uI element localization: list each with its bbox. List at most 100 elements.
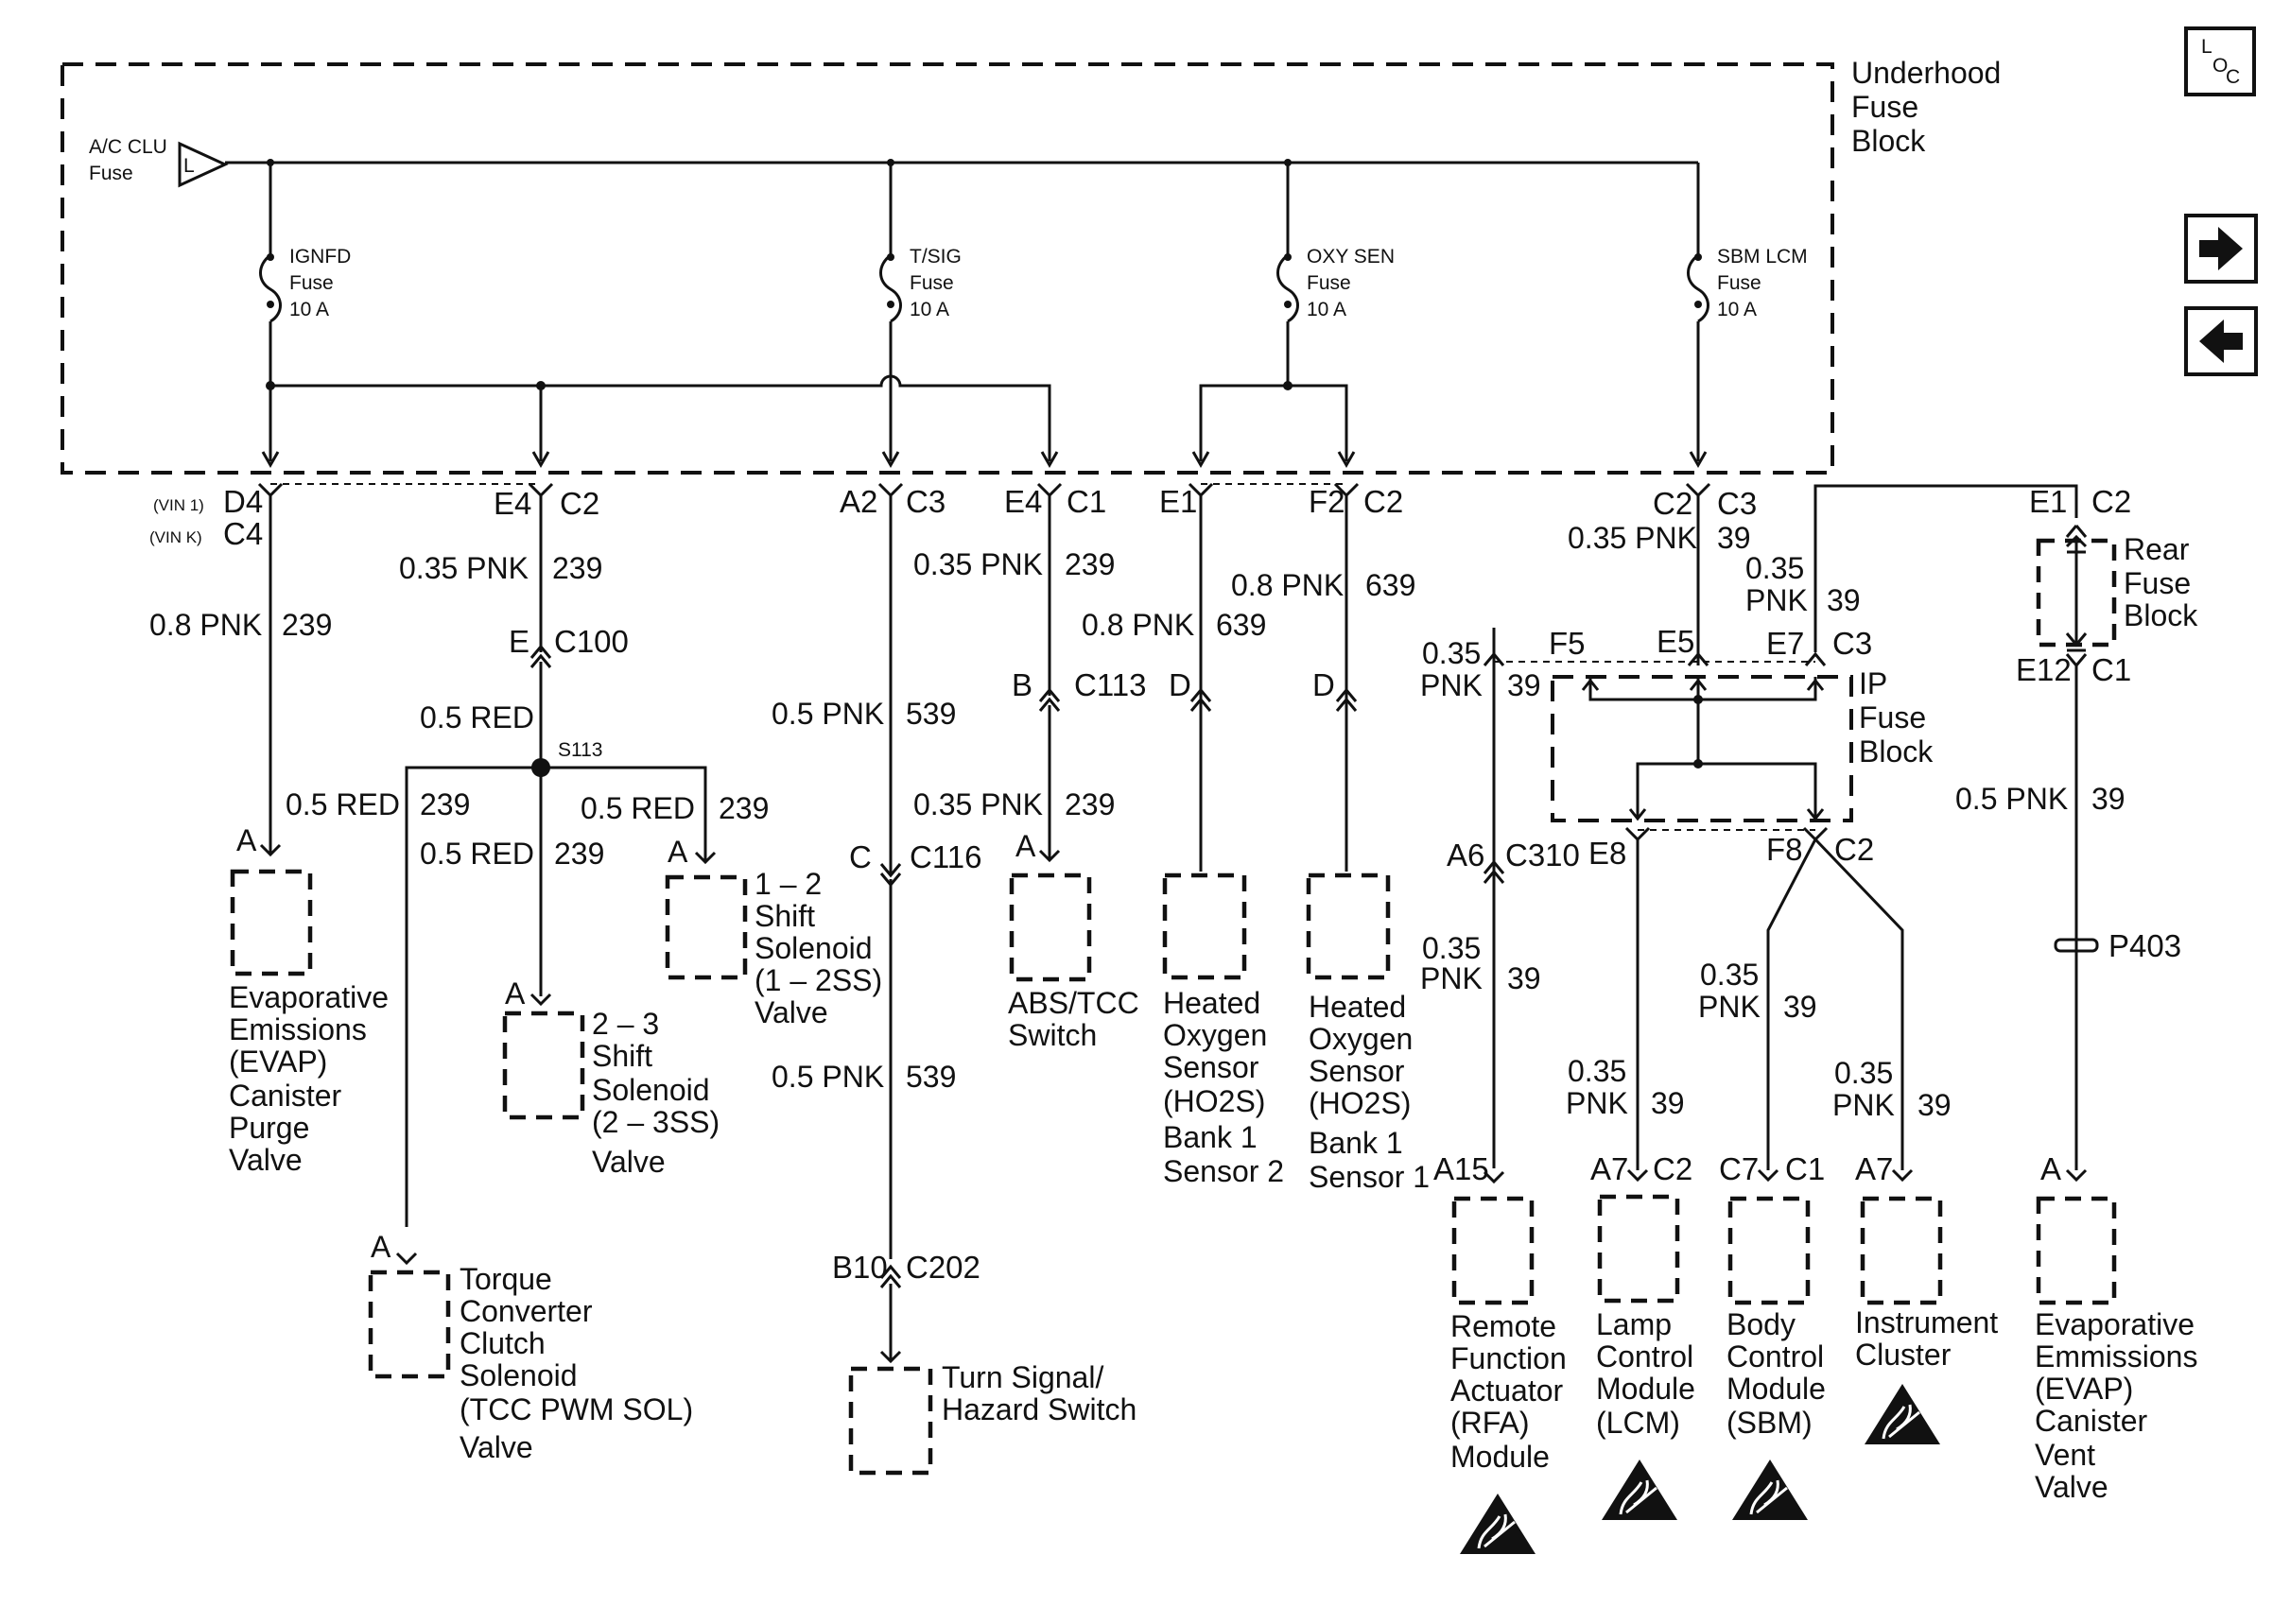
svg-text:Oxygen: Oxygen xyxy=(1163,1018,1267,1052)
shift-solenoid-23-label: 2 – 3 Shift Solenoid (2 – 3SS) Valve xyxy=(592,1007,720,1179)
svg-text:Bank 1: Bank 1 xyxy=(1309,1126,1403,1160)
svg-text:Solenoid: Solenoid xyxy=(592,1073,710,1107)
svg-text:Hazard Switch: Hazard Switch xyxy=(942,1392,1136,1426)
svg-text:0.5 RED: 0.5 RED xyxy=(420,700,534,734)
svg-text:PNK: PNK xyxy=(1832,1088,1895,1122)
underhood-fuse-block-label-2: Fuse xyxy=(1851,90,1918,124)
svg-text:Module: Module xyxy=(1596,1372,1695,1406)
svg-text:Lamp: Lamp xyxy=(1596,1307,1672,1341)
svg-text:2 – 3: 2 – 3 xyxy=(592,1007,659,1041)
svg-text:0.5 RED: 0.5 RED xyxy=(420,837,534,871)
svg-text:(VIN 1): (VIN 1) xyxy=(153,496,204,514)
svg-text:E1: E1 xyxy=(1159,484,1197,519)
svg-text:A7: A7 xyxy=(1590,1151,1628,1186)
svg-text:10 A: 10 A xyxy=(289,299,329,320)
svg-text:Fuse: Fuse xyxy=(1717,272,1761,294)
svg-text:39: 39 xyxy=(1717,521,1751,555)
svg-text:PNK: PNK xyxy=(1698,990,1761,1024)
svg-text:A2: A2 xyxy=(840,484,877,519)
svg-text:Oxygen: Oxygen xyxy=(1309,1022,1413,1056)
svg-text:E: E xyxy=(509,624,529,659)
svg-text:A: A xyxy=(2040,1151,2061,1186)
svg-text:T/SIG: T/SIG xyxy=(910,246,962,268)
svg-text:239: 239 xyxy=(282,608,332,642)
svg-text:(RFA): (RFA) xyxy=(1450,1406,1530,1440)
svg-text:39: 39 xyxy=(1651,1086,1685,1120)
svg-text:239: 239 xyxy=(420,787,470,821)
svg-text:A: A xyxy=(371,1230,391,1264)
svg-text:Shift: Shift xyxy=(755,899,815,933)
svg-text:(TCC PWM SOL): (TCC PWM SOL) xyxy=(460,1392,693,1426)
svg-text:E8: E8 xyxy=(1588,836,1626,871)
tcc-solenoid-label: Torque Converter Clutch Solenoid (TCC PW… xyxy=(460,1262,693,1464)
svg-text:A: A xyxy=(236,823,257,857)
svg-text:1 – 2: 1 – 2 xyxy=(755,867,822,901)
arrow-right-icon[interactable] xyxy=(2184,214,2258,284)
svg-text:10 A: 10 A xyxy=(910,299,949,320)
svg-text:Remote: Remote xyxy=(1450,1309,1556,1343)
svg-text:(SBM): (SBM) xyxy=(1726,1406,1813,1440)
svg-text:Block: Block xyxy=(1859,734,1934,769)
svg-text:C310: C310 xyxy=(1505,838,1580,872)
evap-purge-valve-box xyxy=(230,869,313,976)
svg-text:Clutch: Clutch xyxy=(460,1326,546,1360)
shift-solenoid-12-box xyxy=(665,874,748,980)
svg-text:C2: C2 xyxy=(560,486,599,521)
ignfd-internal-bus xyxy=(270,374,1051,461)
svg-text:Solenoid: Solenoid xyxy=(755,931,873,965)
evap-vent-valve-label: Evaporative Emmissions (EVAP) Canister V… xyxy=(2035,1307,2197,1504)
svg-text:0.35: 0.35 xyxy=(1422,931,1481,965)
svg-text:E4: E4 xyxy=(1004,484,1042,519)
ip-fuse-block-label: IP Fuse Block xyxy=(1859,666,1934,769)
svg-text:Sensor 2: Sensor 2 xyxy=(1163,1154,1284,1188)
svg-text:239: 239 xyxy=(719,791,769,825)
lcm-label: Lamp Control Module (LCM) xyxy=(1596,1307,1695,1440)
svg-text:0.5 RED: 0.5 RED xyxy=(581,791,695,825)
svg-text:A6: A6 xyxy=(1447,838,1484,872)
svg-text:Heated: Heated xyxy=(1309,990,1406,1024)
svg-text:239: 239 xyxy=(554,837,604,871)
svg-text:0.35: 0.35 xyxy=(1745,551,1804,585)
esd-warning-icon-sbm xyxy=(1730,1458,1810,1522)
svg-text:F5: F5 xyxy=(1549,626,1586,661)
svg-text:Vent: Vent xyxy=(2035,1438,2095,1472)
abs-tcc-switch-label: ABS/TCC Switch xyxy=(1008,986,1139,1052)
svg-text:A15: A15 xyxy=(1433,1151,1489,1186)
esd-warning-icon-lcm xyxy=(1600,1458,1679,1522)
svg-text:Module: Module xyxy=(1726,1372,1826,1406)
svg-text:Emmissions: Emmissions xyxy=(2035,1339,2197,1373)
svg-text:539: 539 xyxy=(906,1060,956,1094)
source-fuse-label-2: Fuse xyxy=(89,163,133,184)
svg-text:539: 539 xyxy=(906,697,956,731)
shift-solenoid-12-label: 1 – 2 Shift Solenoid (1 – 2SS) Valve xyxy=(755,867,882,1029)
svg-text:Bank 1: Bank 1 xyxy=(1163,1120,1258,1154)
svg-text:(EVAP): (EVAP) xyxy=(229,1045,327,1079)
svg-text:Converter: Converter xyxy=(460,1294,593,1328)
svg-text:39: 39 xyxy=(1507,961,1541,995)
svg-text:Purge: Purge xyxy=(229,1111,309,1145)
svg-text:Control: Control xyxy=(1726,1339,1824,1373)
svg-text:0.8 PNK: 0.8 PNK xyxy=(1082,608,1194,642)
svg-text:0.8 PNK: 0.8 PNK xyxy=(149,608,262,642)
svg-text:Sensor 1: Sensor 1 xyxy=(1309,1160,1430,1194)
svg-text:Solenoid: Solenoid xyxy=(460,1358,578,1392)
ho2s-b1s1-box xyxy=(1306,872,1391,980)
svg-text:Valve: Valve xyxy=(229,1143,303,1177)
arrow-left-icon[interactable] xyxy=(2184,306,2258,376)
svg-text:Control: Control xyxy=(1596,1339,1693,1373)
svg-text:C: C xyxy=(2226,66,2240,88)
svg-text:D: D xyxy=(1312,667,1335,702)
svg-text:C1: C1 xyxy=(1785,1151,1825,1186)
svg-text:C1: C1 xyxy=(1067,484,1106,519)
underhood-fuse-block-label-1: Underhood xyxy=(1851,56,2001,90)
svg-text:639: 639 xyxy=(1365,568,1415,602)
rfa-module-label: Remote Function Actuator (RFA) Module xyxy=(1450,1309,1567,1474)
svg-text:0.35 PNK: 0.35 PNK xyxy=(399,551,529,585)
svg-text:639: 639 xyxy=(1216,608,1266,642)
svg-text:10 A: 10 A xyxy=(1307,299,1346,320)
fuse-oxysen: OXY SEN Fuse 10 A xyxy=(1276,163,1395,386)
svg-text:0.35 PNK: 0.35 PNK xyxy=(1568,521,1697,555)
svg-text:Valve: Valve xyxy=(2035,1470,2108,1504)
svg-text:239: 239 xyxy=(1065,787,1115,821)
locator-icon[interactable]: L O C xyxy=(2184,26,2256,96)
